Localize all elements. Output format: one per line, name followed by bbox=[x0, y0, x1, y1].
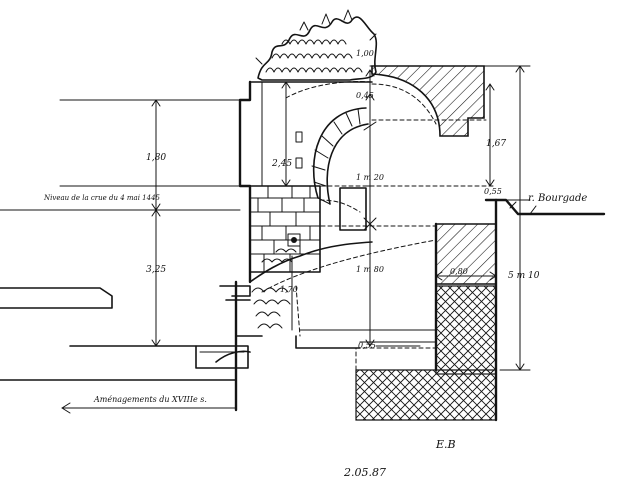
label-initials: E.B bbox=[435, 438, 456, 451]
dim-1-67: 1,67 bbox=[486, 139, 506, 149]
vegetation bbox=[249, 9, 378, 83]
dim-5m10: 5 m 10 bbox=[508, 271, 540, 281]
dim-1-70: 1,70 bbox=[280, 285, 298, 294]
dim-2-45: 2,45 bbox=[271, 159, 292, 169]
rubble-masonry bbox=[195, 241, 373, 369]
dim-0-45: 0,45 bbox=[356, 91, 374, 100]
dim-3-25: 3,25 bbox=[146, 265, 166, 275]
direction-arrow bbox=[61, 402, 237, 414]
interior-space bbox=[261, 119, 497, 371]
vault-masonry bbox=[285, 65, 485, 137]
stone-arch bbox=[311, 107, 369, 213]
dim-1m20: 1 m 20 bbox=[356, 173, 384, 182]
label-date: 2.05.87 bbox=[343, 466, 386, 479]
dim-1m80: 1 m 80 bbox=[356, 265, 384, 274]
dim-1-80: 1,80 bbox=[146, 153, 166, 163]
dim-0-55-right: 0,55 bbox=[484, 187, 502, 196]
right-masonry bbox=[355, 198, 606, 422]
dim-1-00: 1,00 bbox=[356, 49, 374, 58]
label-niveau-crue: Niveau de la crue du 4 mai 1445 bbox=[43, 194, 161, 202]
dimension-lines bbox=[151, 65, 531, 371]
label-amenagements: Aménagements du XVIIIe s. bbox=[93, 395, 207, 404]
dim-0-80: 0,80 bbox=[450, 267, 468, 276]
dim-0-55-bottom: 0,55 bbox=[358, 341, 376, 350]
label-rue: r. Bourgade bbox=[528, 193, 587, 204]
ground-left bbox=[0, 99, 241, 381]
